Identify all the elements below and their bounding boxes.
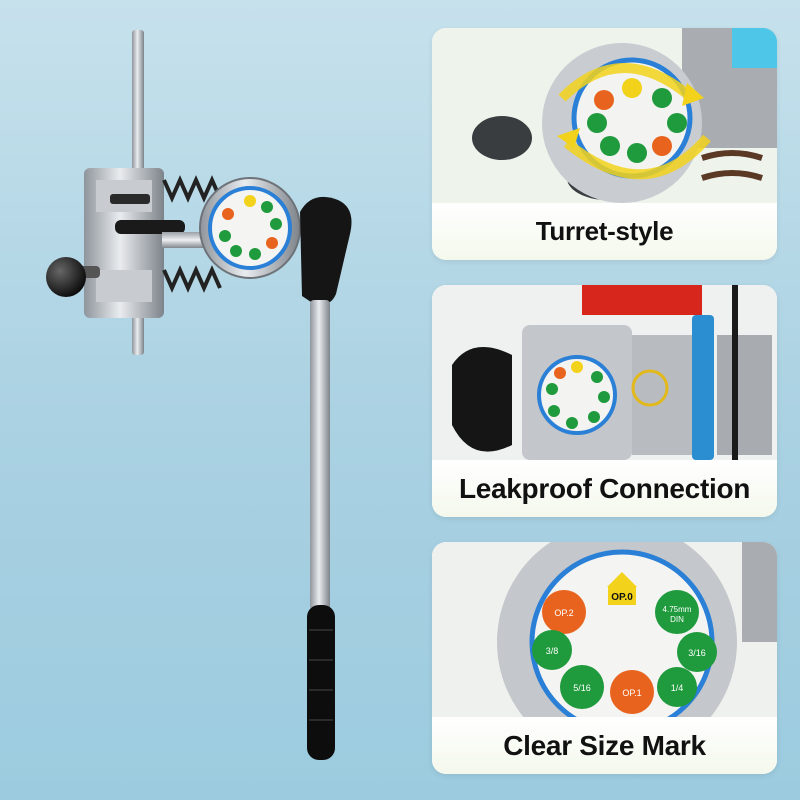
- ball-knob: [46, 257, 86, 297]
- svg-text:4.75mm: 4.75mm: [663, 605, 692, 614]
- feature-caption: Leakproof Connection: [432, 460, 777, 517]
- svg-text:3/8: 3/8: [546, 646, 559, 656]
- spring-top: [162, 175, 222, 203]
- feature-caption: Turret-style: [432, 203, 777, 260]
- flaring-tool-image: [46, 30, 352, 760]
- rotation-arrows-icon: [558, 63, 696, 102]
- svg-text:3/16: 3/16: [688, 648, 706, 658]
- size-label-icon: OP.2: [554, 608, 573, 618]
- feature-card-turret: Turret-style: [432, 28, 777, 260]
- turret-closeup-photo: [432, 28, 777, 203]
- svg-text:1/4: 1/4: [671, 683, 684, 693]
- feature-card-size-mark: OP.0 OP.2 4.75mm DIN 3/16 1/4 5/16 3/8 O…: [432, 542, 777, 774]
- lever-rod: [310, 300, 330, 610]
- lever-grip: [307, 605, 335, 760]
- svg-text:DIN: DIN: [670, 615, 684, 624]
- op0-label: OP.0: [611, 592, 633, 603]
- highlight-circle-icon: [631, 369, 669, 407]
- feature-caption: Clear Size Mark: [432, 717, 777, 774]
- connection-closeup-photo: [432, 285, 777, 460]
- svg-text:OP.1: OP.1: [622, 688, 641, 698]
- spring-bottom: [162, 265, 222, 293]
- size-dots: [219, 195, 282, 260]
- feature-card-leakproof: Leakproof Connection: [432, 285, 777, 517]
- size-mark-closeup-photo: OP.0 OP.2 4.75mm DIN 3/16 1/4 5/16 3/8 O…: [432, 542, 777, 717]
- svg-text:5/16: 5/16: [573, 683, 591, 693]
- handle-head: [300, 196, 352, 305]
